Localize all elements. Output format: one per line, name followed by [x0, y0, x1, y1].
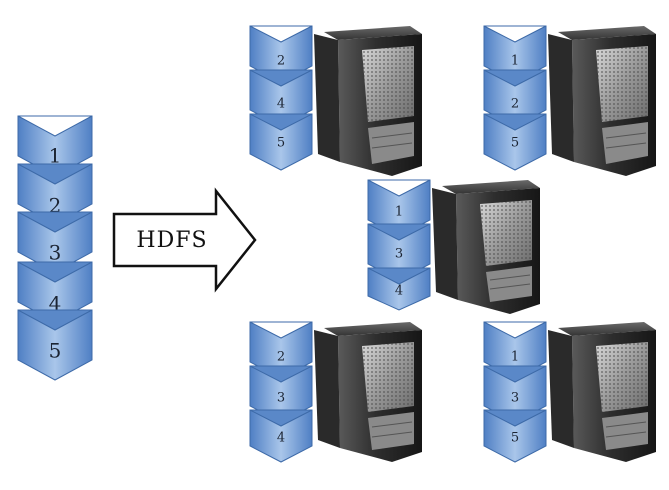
block-label: 3 — [511, 391, 519, 406]
block-label: 2 — [511, 97, 519, 112]
data-node-1: 2 4 5 — [249, 25, 422, 176]
chevron-notch — [367, 223, 431, 241]
block-label: 2 — [277, 350, 285, 365]
chevron-notch — [249, 113, 313, 131]
chevron-notch — [17, 163, 93, 185]
data-node-3: 1 3 4 — [367, 179, 540, 314]
block-label: 4 — [277, 431, 285, 446]
server-icon — [314, 322, 422, 462]
chevron-notch — [249, 69, 313, 87]
block-stack: 1 2 5 — [483, 25, 547, 171]
chevron-notch — [483, 113, 547, 131]
block-label: 3 — [277, 391, 285, 406]
server-icon — [432, 180, 540, 314]
chevron-notch — [249, 409, 313, 427]
server-icon — [548, 26, 656, 176]
source-block-label: 3 — [49, 241, 62, 265]
block-label: 1 — [395, 205, 403, 220]
block-label: 5 — [277, 136, 285, 151]
block-label: 5 — [511, 136, 519, 151]
chevron-notch — [367, 179, 431, 197]
data-node-4: 2 3 4 — [249, 321, 422, 463]
chevron-notch — [483, 25, 547, 43]
source-block-1: 1 — [17, 115, 93, 177]
block-stack: 1 3 5 — [483, 321, 547, 463]
arrow-icon — [112, 187, 257, 293]
source-block-label: 1 — [49, 144, 62, 168]
chevron-notch — [483, 365, 547, 383]
chevron-notch — [249, 321, 313, 339]
block-label: 5 — [511, 431, 519, 446]
chevron-notch — [367, 267, 431, 285]
block-label: 1 — [511, 350, 519, 365]
server-icon — [314, 26, 422, 176]
block-stack: 2 4 5 — [249, 25, 313, 171]
chevron-notch — [17, 115, 93, 137]
source-block-3: 3 — [17, 211, 93, 273]
block-label: 4 — [277, 97, 285, 112]
data-node-5: 1 3 5 — [483, 321, 656, 463]
chevron-notch — [17, 261, 93, 283]
source-block-5: 5 — [17, 309, 93, 381]
source-file-stack: 1 2 3 4 5 — [17, 115, 93, 381]
block-label: 3 — [395, 247, 403, 262]
block-label: 4 — [395, 284, 403, 299]
hdfs-arrow: HDFS — [112, 187, 257, 293]
block-stack: 2 3 4 — [249, 321, 313, 463]
chevron-notch — [17, 211, 93, 233]
block-label: 1 — [511, 54, 519, 69]
chevron-notch — [249, 25, 313, 43]
chevron-notch — [483, 409, 547, 427]
block-stack: 1 3 4 — [367, 179, 431, 311]
server-icon — [548, 322, 656, 462]
chevron-notch — [249, 365, 313, 383]
data-node-2: 1 2 5 — [483, 25, 656, 176]
source-block-label: 5 — [49, 339, 62, 363]
block-label: 2 — [277, 54, 285, 69]
arrow-label: HDFS — [136, 228, 207, 253]
chevron-notch — [483, 69, 547, 87]
chevron-notch — [17, 309, 93, 331]
chevron-notch — [483, 321, 547, 339]
